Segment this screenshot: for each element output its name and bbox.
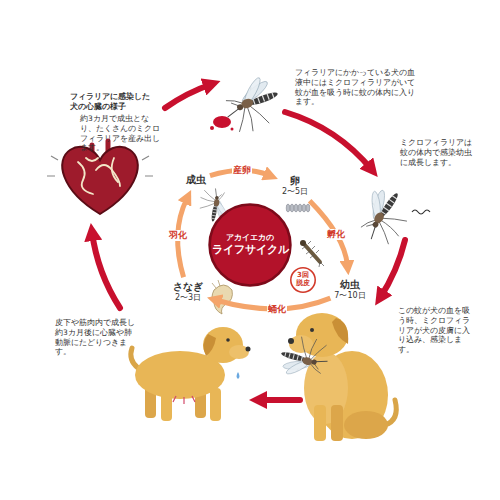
cycle-arrow [310,201,348,265]
larva [300,240,306,246]
edge-label: 孵化 [326,229,346,240]
infected-dog [131,327,251,421]
egg-raft [298,204,302,212]
infected-heart [78,158,120,194]
center-circle: アカイエカのライフサイクル [207,202,293,288]
infection-cycle-arrow [92,232,120,308]
bitten-dog [344,411,388,439]
heart-note: 約3カ月で成虫となり、たくさんのミクロフィラリアを産み出します。 [80,114,160,153]
node-text: 成虫 [186,174,206,186]
egg-raft [302,204,306,212]
node-text: 3回脱皮 [296,272,311,287]
blood-spot [210,126,214,130]
infected-heart [112,158,118,182]
bitten-dog [288,313,396,441]
edge-label: 蛹化 [267,304,287,315]
microfilaria [412,210,430,214]
node-text: さなぎ [173,281,203,293]
infected-dog [210,388,221,421]
step-note: 皮下や筋肉内で成長し約3カ月後に心臓や肺動脈にたどりつきます。 [55,318,137,357]
infected-dog [173,396,195,404]
egg-raft [294,204,298,212]
bitten-dog [289,335,313,353]
infected-dog [229,345,249,359]
infected-heart [96,165,120,186]
node-text: 7〜10日 [334,291,365,301]
egg-raft [286,204,290,212]
edge-label: 産卵 [232,165,252,176]
circle-outline [291,268,315,292]
infection-cycle-arrow [380,240,405,298]
node-text: アカイエカの [226,233,274,243]
node-text: 2〜3日 [173,293,203,303]
blood-spot [210,116,234,131]
stage-label: さなぎ2〜3日 [173,281,203,303]
node-text: 卵 [282,175,308,187]
pupa [212,280,232,314]
infected-dog [131,348,138,368]
infection-cycle-arrow [285,112,372,170]
bitten-dog [288,338,294,344]
larva [300,240,324,267]
infected-dog [226,338,230,342]
egg-raft [306,204,310,212]
mosquito [276,331,332,385]
step-note: この蚊が犬の血を吸う時、ミクロフィラリアが犬の皮膚に入り込み、感染します。 [398,306,476,355]
infection-cycle-arrow [165,84,212,108]
egg-raft [286,204,310,212]
node-text: 幼虫 [334,279,365,291]
infected-dog [237,372,240,379]
infection-cycle-arrow [258,397,300,403]
stage-label: 成虫 [186,174,206,186]
stage-label: 幼虫7〜10日 [334,279,365,301]
mosquito [218,71,287,138]
pupa [212,280,220,288]
heart-heading: フィラリアに感染した犬の心臓の様子 [70,92,152,112]
infected-dog [246,347,251,352]
molt-circle: 3回脱皮 [290,267,316,293]
infected-heart [62,147,138,214]
bitten-dog [332,318,348,344]
bitten-dog [331,405,343,441]
bitten-dog [314,405,326,441]
mosquito [349,180,419,251]
infected-heart [86,158,98,161]
bitten-dog [310,328,314,332]
step-note: フィラリアにかかっている犬の血液中にはミクロフィラリアがいて蚊が血を吸う時に蚊の… [295,68,417,107]
blood-spot [213,116,231,128]
step-note: ミクロフィラリアは蚊の体内で感染幼虫に成長します。 [400,138,472,167]
blood-spot [231,128,234,131]
circle-outline [210,205,291,286]
node-text: 2〜5日 [282,187,308,197]
stage-label: 卵2〜5日 [282,175,308,197]
larva [304,244,320,262]
infected-dog [203,334,216,356]
infected-heart [78,162,93,194]
node-text: ライフサイクル [212,243,289,257]
edge-label: 羽化 [168,230,188,241]
egg-raft [290,204,294,212]
